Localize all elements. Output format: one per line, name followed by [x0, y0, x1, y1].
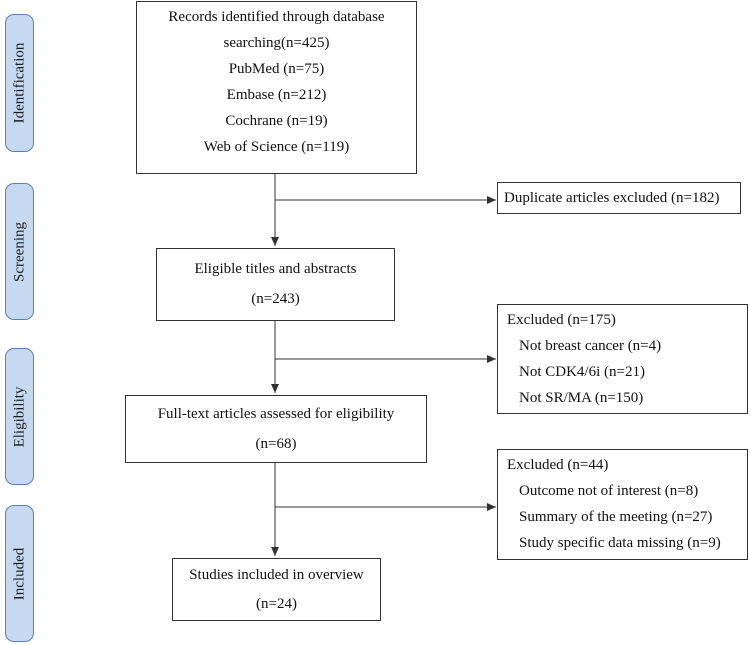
records-embase: Embase (n=212)	[226, 87, 327, 103]
excluded-2-item: Summary of the meeting (n=27)	[519, 509, 713, 525]
excluded-1-item: Not CDK4/6i (n=21)	[519, 364, 645, 380]
excluded-2-title: Excluded (n=44)	[507, 457, 609, 473]
excluded-1-item: Not breast cancer (n=4)	[519, 338, 662, 354]
full-text-label: Full-text articles assessed for eligibil…	[157, 406, 395, 422]
eligible-titles-count: (n=243)	[251, 291, 300, 307]
duplicates-excluded-text: Duplicate articles excluded (n=182)	[504, 190, 720, 206]
full-text-count: (n=68)	[255, 436, 297, 452]
eligible-titles-box: Eligible titles and abstracts (n=243)	[156, 248, 395, 321]
records-cochrane: Cochrane (n=19)	[225, 113, 328, 129]
studies-included-count: (n=24)	[256, 596, 297, 612]
records-web-of-science: Web of Science (n=119)	[203, 139, 350, 155]
records-line-2: searching(n=425)	[223, 35, 330, 51]
phase-screening: Screening	[5, 183, 34, 320]
studies-included-label: Studies included in overview	[189, 567, 364, 583]
phase-included: Included	[5, 505, 34, 642]
records-identified-box: Records identified through database sear…	[136, 1, 417, 174]
eligible-titles-label: Eligible titles and abstracts	[194, 261, 357, 277]
excluded-2-item: Outcome not of interest (n=8)	[519, 483, 699, 499]
records-pubmed: PubMed (n=75)	[228, 61, 325, 77]
excluded-1-title: Excluded (n=175)	[507, 312, 616, 328]
excluded-box-2: Excluded (n=44) Outcome not of interest …	[497, 449, 748, 560]
excluded-1-item: Not SR/MA (n=150)	[519, 390, 644, 406]
records-line-1: Records identified through database	[168, 9, 385, 25]
excluded-2-item: Study specific data missing (n=9)	[519, 535, 721, 551]
duplicates-excluded-box: Duplicate articles excluded (n=182)	[497, 182, 741, 214]
phase-identification: Identification	[5, 14, 34, 152]
phase-eligibility: Eligibility	[5, 348, 34, 485]
studies-included-box: Studies included in overview (n=24)	[172, 558, 381, 621]
full-text-box: Full-text articles assessed for eligibil…	[125, 395, 427, 463]
excluded-box-1: Excluded (n=175) Not breast cancer (n=4)…	[497, 304, 748, 414]
